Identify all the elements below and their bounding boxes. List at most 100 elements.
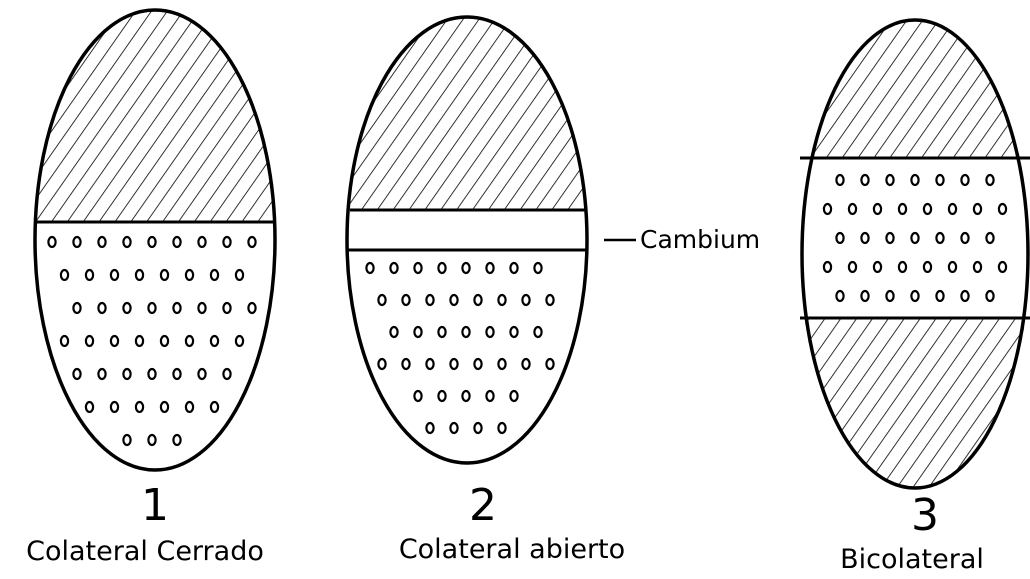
vessel-dot	[438, 263, 445, 273]
bundle-3: 3 Bicolateral	[795, 15, 1030, 575]
vessel-dot	[402, 359, 409, 369]
vessel-dot	[438, 327, 445, 337]
vessel-dot	[123, 303, 130, 313]
vessel-dot	[211, 402, 218, 412]
vessel-dot	[961, 291, 968, 301]
vessel-dot	[123, 369, 130, 379]
vessel-dot	[248, 237, 255, 247]
vessel-dot	[510, 391, 517, 401]
bundle-caption: Bicolateral	[840, 544, 984, 575]
vessel-dot	[911, 175, 918, 185]
vessel-dot	[161, 336, 168, 346]
vessel-dot	[86, 402, 93, 412]
vessel-dot	[874, 204, 881, 214]
vessel-dot	[73, 237, 80, 247]
vessel-dot	[148, 435, 155, 445]
vessel-dot	[111, 270, 118, 280]
vessel-dot	[534, 327, 541, 337]
vessel-dot	[173, 303, 180, 313]
vessel-dot	[136, 270, 143, 280]
vessel-dot	[136, 336, 143, 346]
vessel-dot	[474, 359, 481, 369]
vessel-dot	[961, 175, 968, 185]
vessel-dot	[824, 262, 831, 272]
bundle-number: 3	[911, 490, 939, 541]
cambium-band	[340, 210, 600, 250]
vessel-dot	[161, 270, 168, 280]
vessel-dot	[366, 263, 373, 273]
bundle-caption: Colateral Cerrado	[26, 536, 264, 567]
vessel-dot	[390, 263, 397, 273]
xylem-region	[824, 175, 1006, 301]
vessel-dot	[148, 303, 155, 313]
vessel-dot	[949, 262, 956, 272]
phloem-region	[340, 10, 600, 210]
vessel-dot	[899, 204, 906, 214]
vessel-dot	[61, 336, 68, 346]
vessel-dot	[836, 233, 843, 243]
xylem-region	[366, 263, 553, 433]
vessel-dot	[824, 204, 831, 214]
xylem-region	[48, 237, 255, 445]
vessel-dot	[874, 262, 881, 272]
vessel-dot	[936, 175, 943, 185]
vessel-dot	[522, 295, 529, 305]
vessel-dot	[161, 402, 168, 412]
vessel-dot	[148, 237, 155, 247]
vessel-dot	[899, 262, 906, 272]
vessel-dot	[402, 295, 409, 305]
vessel-dot	[861, 233, 868, 243]
vessel-dot	[98, 369, 105, 379]
vessel-dot	[136, 402, 143, 412]
vessel-dot	[211, 270, 218, 280]
vessel-dot	[173, 369, 180, 379]
vessel-dot	[949, 204, 956, 214]
bundle-1: 1 Colateral Cerrado	[26, 5, 280, 567]
vessel-dot	[911, 291, 918, 301]
vessel-dot	[236, 336, 243, 346]
vessel-dot	[438, 391, 445, 401]
vessel-dot	[414, 391, 421, 401]
vessel-dot	[111, 336, 118, 346]
vessel-dot	[248, 303, 255, 313]
bundle-2: Cambium 2 Colateral abierto	[340, 10, 760, 565]
vessel-dot	[186, 336, 193, 346]
vessel-dot	[486, 327, 493, 337]
vessel-dot	[378, 359, 385, 369]
vessel-dot	[450, 295, 457, 305]
vessel-dot	[86, 270, 93, 280]
vessel-dot	[148, 369, 155, 379]
vessel-dot	[123, 237, 130, 247]
vessel-dot	[414, 327, 421, 337]
vessel-dot	[198, 237, 205, 247]
vessel-dot	[849, 262, 856, 272]
vessel-dot	[61, 270, 68, 280]
vessel-dot	[924, 204, 931, 214]
vessel-dot	[961, 233, 968, 243]
vessel-dot	[426, 423, 433, 433]
vessel-dot	[73, 369, 80, 379]
vessel-dot	[450, 359, 457, 369]
bundle-number: 2	[469, 480, 497, 531]
vessel-dot	[426, 359, 433, 369]
vessel-dot	[198, 369, 205, 379]
vessel-dot	[986, 233, 993, 243]
vessel-dot	[861, 175, 868, 185]
cambium-label: Cambium	[640, 225, 760, 254]
vessel-dot	[510, 263, 517, 273]
vessel-dot	[223, 303, 230, 313]
vessel-dot	[974, 262, 981, 272]
vessel-dot	[390, 327, 397, 337]
phloem-region	[30, 5, 280, 222]
vessel-dot	[886, 175, 893, 185]
vessel-dot	[123, 435, 130, 445]
vessel-dot	[173, 435, 180, 445]
vessel-dot	[173, 237, 180, 247]
vessel-dot	[98, 237, 105, 247]
vessel-dot	[986, 175, 993, 185]
vessel-dot	[886, 291, 893, 301]
vessel-dot	[462, 327, 469, 337]
vessel-dot	[936, 291, 943, 301]
vessel-dot	[186, 402, 193, 412]
